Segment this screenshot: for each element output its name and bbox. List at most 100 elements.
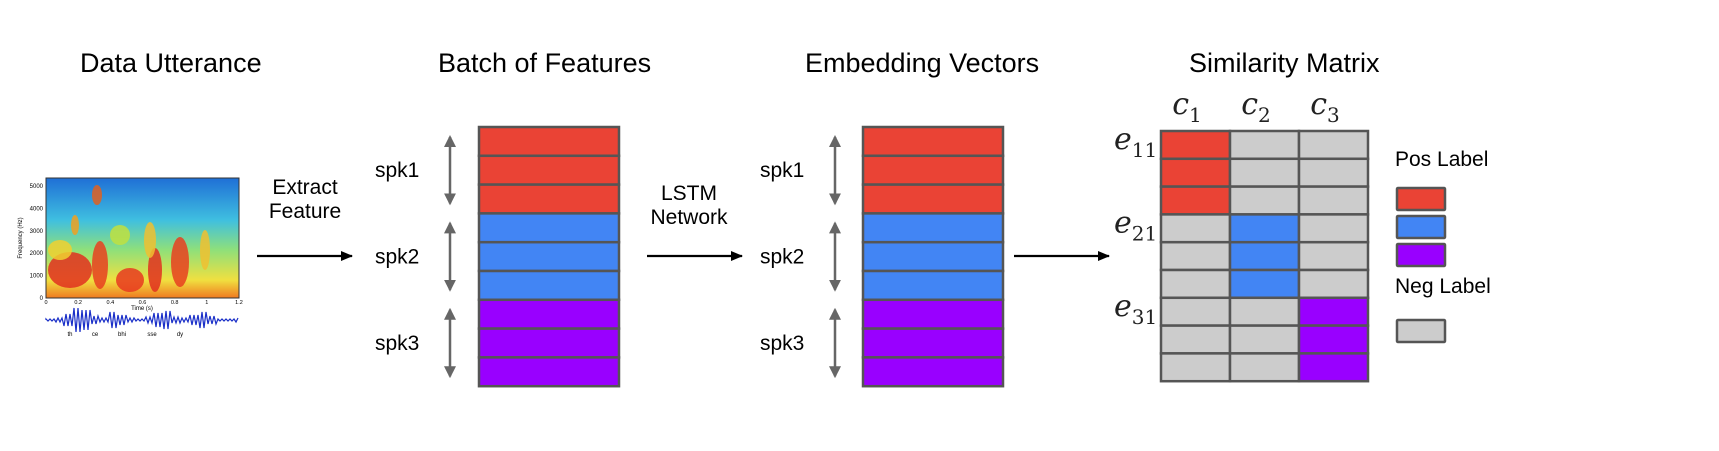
features-stack-row — [477, 356, 621, 388]
features-stack-row — [477, 183, 621, 215]
features-stack-row — [477, 154, 621, 186]
matrix-col-label: c3 — [1310, 87, 1340, 127]
features-stack-row — [477, 125, 621, 158]
spectrogram-blob — [48, 252, 92, 288]
spectrogram-blob — [110, 225, 130, 245]
matrix-cell — [1228, 268, 1301, 300]
matrix-cell — [1228, 157, 1301, 188]
matrix-cell — [1228, 352, 1301, 383]
matrix-cell — [1297, 185, 1370, 216]
matrix-cell — [1159, 185, 1232, 216]
spectrogram-y-tick: 5000 — [30, 184, 44, 190]
emb-stack-row — [861, 183, 1005, 215]
matrix-cell — [1159, 268, 1232, 300]
emb-stack-row — [861, 125, 1005, 158]
title-batch-of-features: Batch of Features — [438, 48, 651, 78]
matrix-cell — [1159, 296, 1232, 327]
spectrogram-energy — [48, 185, 210, 292]
matrix-cell — [1228, 324, 1301, 355]
waveform — [45, 307, 239, 333]
phoneme-label: ce — [92, 332, 99, 338]
emb-stack-row — [861, 356, 1005, 388]
speaker-label-spk1: spk1 — [375, 159, 419, 182]
speaker-label-spk3: spk3 — [760, 332, 804, 355]
matrix-cell — [1228, 240, 1301, 272]
matrix-cell — [1159, 157, 1232, 188]
emb-stack-row — [861, 298, 1005, 330]
phoneme-label: sse — [147, 332, 157, 338]
spectrogram-y-tick: 3000 — [30, 229, 44, 235]
legend-neg-label: Neg Label — [1395, 275, 1491, 298]
matrix-column-labels: c1 c2 c3 — [1172, 87, 1340, 127]
similarity-matrix — [1159, 129, 1370, 383]
matrix-cell — [1228, 185, 1301, 216]
matrix-cell — [1228, 213, 1301, 244]
spectrogram-blob — [92, 185, 102, 205]
emb-stack-row — [861, 154, 1005, 186]
legend-neg-swatch — [1395, 318, 1447, 344]
spectrogram-blob — [200, 230, 210, 270]
matrix-cell — [1159, 240, 1232, 272]
phoneme-label: dy — [177, 332, 183, 338]
spectrogram-x-tick: 0.2 — [74, 300, 82, 306]
matrix-cell — [1297, 129, 1370, 161]
spectrogram-blob — [116, 268, 144, 292]
spectrogram-y-ticks: 5000 4000 3000 2000 1000 0 — [30, 184, 44, 302]
features-stack — [477, 125, 621, 388]
spectrogram-y-label: Frequency (Hz) — [18, 217, 24, 258]
emb-stack-row — [861, 269, 1005, 302]
speaker-label-spk2: spk2 — [375, 246, 419, 269]
spectrogram-x-tick: 0.6 — [139, 300, 147, 306]
spectrogram-x-tick: 1.2 — [235, 300, 243, 306]
extract-label-line1: Extract — [272, 176, 338, 199]
title-data-utterance: Data Utterance — [80, 48, 262, 78]
matrix-cell — [1297, 352, 1370, 383]
matrix-cell — [1297, 213, 1370, 244]
title-embedding-vectors: Embedding Vectors — [805, 48, 1039, 78]
legend-pos-swatch-spk1 — [1395, 186, 1447, 212]
matrix-row-label: e21 — [1114, 205, 1157, 245]
phoneme-labels: th ce bhi sse dy — [67, 332, 183, 338]
lstm-label-line1: LSTM — [661, 182, 717, 205]
spectrogram-x-label: Time (s) — [131, 306, 153, 312]
speaker-label-spk3: spk3 — [375, 332, 419, 355]
matrix-cell — [1159, 324, 1232, 355]
features-stack-row — [477, 212, 621, 244]
matrix-cell — [1297, 296, 1370, 327]
spectrogram-blob — [171, 237, 189, 287]
spectrogram-y-tick: 0 — [40, 296, 44, 302]
legend-pos-swatch-spk2 — [1395, 214, 1447, 240]
spectrogram-y-tick: 2000 — [30, 251, 44, 257]
spectrogram-x-tick: 1 — [205, 300, 208, 306]
features-speaker-labels: spk1 spk2 spk3 — [375, 135, 456, 379]
extract-label-line2: Feature — [269, 200, 341, 223]
matrix-col-label: c2 — [1241, 87, 1271, 127]
speaker-label-spk2: spk2 — [760, 246, 804, 269]
spectrogram-x-tick: 0.4 — [107, 300, 115, 306]
emb-stack-row — [861, 212, 1005, 244]
title-similarity-matrix: Similarity Matrix — [1189, 48, 1380, 78]
matrix-col-label: c1 — [1172, 87, 1202, 127]
emb-stack-row — [861, 240, 1005, 273]
spectrogram-blob — [48, 240, 72, 260]
phoneme-label: th — [67, 332, 72, 338]
features-stack-row — [477, 298, 621, 330]
matrix-cell — [1297, 268, 1370, 300]
embedding-stack — [861, 125, 1005, 388]
phoneme-label: bhi — [118, 332, 126, 338]
matrix-cell — [1297, 240, 1370, 272]
spectrogram-x-tick: 0 — [44, 300, 47, 306]
spectrogram-y-tick: 1000 — [30, 274, 44, 280]
legend-pos-swatch-spk3 — [1395, 242, 1447, 268]
spectrogram-blob — [144, 222, 156, 258]
matrix-cell — [1228, 296, 1301, 327]
emb-stack-row — [861, 327, 1005, 359]
spectrogram-y-tick: 4000 — [30, 206, 44, 212]
matrix-cell — [1159, 213, 1232, 244]
features-stack-row — [477, 327, 621, 359]
matrix-cell — [1159, 129, 1232, 161]
matrix-cell — [1297, 324, 1370, 355]
matrix-row-label: e11 — [1114, 122, 1157, 162]
